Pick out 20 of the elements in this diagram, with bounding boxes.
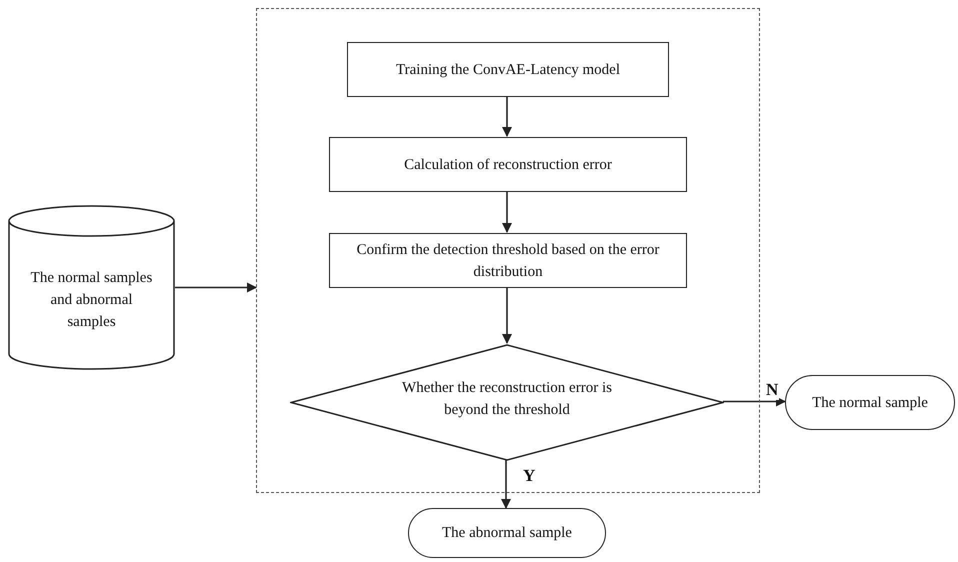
node-label: Calculation of reconstruction error bbox=[403, 156, 613, 174]
node-label: Training the ConvAE-Latency model bbox=[395, 60, 621, 80]
arrow bbox=[501, 460, 511, 509]
process-box bbox=[329, 137, 687, 192]
decision-diamond bbox=[290, 344, 724, 461]
node-label: Confirm the detection threshold based on the error distribution bbox=[356, 240, 660, 282]
node-label: The normal samples and abnormal samples bbox=[30, 268, 152, 332]
arrow bbox=[175, 282, 257, 292]
process-box bbox=[329, 233, 687, 288]
database-cylinder bbox=[8, 205, 175, 370]
arrow bbox=[723, 396, 786, 406]
arrow bbox=[502, 96, 512, 137]
node-label: Whether the reconstruction error is beyond the threshold bbox=[401, 378, 613, 420]
dashed-boundary bbox=[256, 8, 760, 493]
arrow bbox=[502, 191, 512, 233]
arrow bbox=[502, 287, 512, 344]
process-box bbox=[347, 42, 669, 97]
terminal-box bbox=[408, 508, 606, 558]
node-label: The abnormal sample bbox=[441, 524, 573, 543]
node-label: The normal sample bbox=[811, 394, 929, 412]
